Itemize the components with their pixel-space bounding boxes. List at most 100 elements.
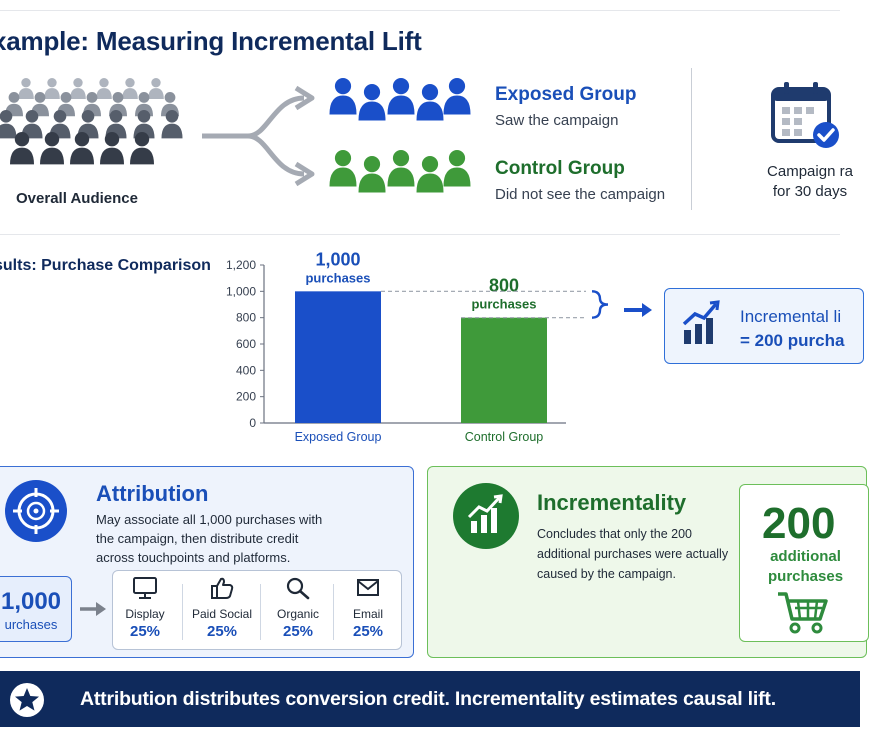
calendar-check-icon — [771, 82, 839, 148]
attribution-total-number: 1,000 — [0, 588, 62, 615]
crowd-person — [161, 110, 183, 139]
arrow-right-icon — [80, 602, 106, 616]
lift-line-2: = 200 purcha — [740, 331, 845, 350]
crowd-person — [122, 78, 138, 100]
crowd-person — [100, 132, 124, 165]
exposed-group-title: Exposed Group — [495, 84, 637, 105]
bar-value-unit: purchases — [305, 270, 370, 285]
lift-line-1: Incremental li — [740, 307, 842, 326]
group-person — [358, 84, 386, 121]
bar-value-label: 1,000 — [315, 249, 360, 269]
y-tick-label: 200 — [236, 390, 256, 404]
unit-line-2: purchases — [768, 568, 844, 585]
x-category-label: Control Group — [465, 430, 544, 444]
y-tick-label: 600 — [236, 337, 256, 351]
section-divider — [0, 234, 840, 235]
touchpoint-divider — [260, 584, 261, 640]
summary-banner-text: Attribution distributes conversion credi… — [80, 688, 776, 710]
touchpoint-paid-social: Paid Social 25% — [187, 576, 257, 640]
bar-value-unit: purchases — [471, 297, 536, 312]
touchpoint-share: 25% — [282, 623, 314, 640]
touchpoint-share: 25% — [352, 623, 384, 640]
crowd-person — [96, 78, 112, 100]
y-tick-label: 1,000 — [226, 284, 256, 298]
touchpoint-label: Display — [125, 607, 165, 621]
envelope-icon — [357, 579, 379, 596]
audience-label: Overall Audience — [16, 190, 138, 207]
x-category-label: Exposed Group — [295, 430, 382, 444]
bar-value-label: 800 — [489, 276, 519, 296]
attribution-total-unit: urchases — [4, 617, 58, 632]
crowd-person — [0, 110, 17, 139]
attribution-total-box: 1,000 urchases — [0, 576, 72, 642]
top-divider — [0, 10, 840, 11]
bar — [461, 317, 547, 423]
group-person — [329, 150, 357, 187]
crowd-person — [130, 132, 154, 165]
touchpoint-label: Email — [352, 607, 383, 621]
touchpoint-share: 25% — [129, 623, 161, 640]
attribution-description: May associate all 1,000 purchases with t… — [96, 512, 323, 565]
thumbs-up-icon — [211, 577, 234, 599]
touchpoint-email: Email 25% — [333, 576, 403, 640]
exposed-group-people-icon — [329, 78, 471, 121]
incrementality-title: Incrementality — [537, 490, 687, 515]
incremental-purchases-box: 200 additional purchases — [739, 484, 869, 642]
split-arrow-icon — [202, 85, 315, 187]
growth-chart-icon — [453, 483, 519, 549]
crowd-person — [40, 132, 64, 165]
monitor-icon — [133, 577, 157, 599]
touchpoint-share: 25% — [206, 623, 238, 640]
exposed-group-subtitle: Saw the campaign — [495, 112, 619, 129]
y-tick-label: 1,200 — [226, 258, 256, 272]
crowd-person — [10, 132, 34, 165]
target-icon — [5, 480, 67, 542]
group-person — [387, 150, 415, 187]
group-person — [329, 78, 357, 115]
search-icon — [286, 577, 310, 600]
summary-banner — [0, 671, 860, 727]
star-icon — [10, 683, 44, 717]
campaign-duration-text: Campaign ra for 30 days — [740, 162, 880, 202]
crowd-person — [44, 78, 60, 100]
crowd-person — [70, 78, 86, 100]
incrementality-description: Concludes that only the 200 additional p… — [537, 527, 729, 581]
unit-line-1: additional — [770, 548, 841, 565]
vertical-divider — [691, 68, 692, 210]
shopping-cart-icon — [778, 592, 828, 634]
difference-brace — [591, 290, 609, 319]
bar — [295, 291, 381, 423]
control-group-title: Control Group — [495, 158, 625, 179]
touchpoint-display: Display 25% — [110, 576, 180, 640]
group-person — [358, 156, 386, 193]
incremental-lift-text: Incremental li = 200 purcha — [740, 305, 844, 353]
attribution-title: Attribution — [96, 481, 209, 506]
difference-guide — [381, 290, 586, 319]
page-title: xample: Measuring Incremental Lift — [0, 26, 422, 56]
results-title: sults: Purchase Comparison — [0, 257, 211, 274]
group-person — [416, 156, 444, 193]
audience-crowd-icon — [0, 78, 183, 165]
crowd-person — [148, 78, 164, 100]
y-tick-label: 400 — [236, 363, 256, 377]
growth-chart-icon — [682, 300, 720, 344]
touchpoint-label: Paid Social — [191, 607, 253, 621]
control-group-subtitle: Did not see the campaign — [495, 186, 666, 203]
group-person — [416, 84, 444, 121]
campaign-line-1: Campaign ra — [767, 163, 853, 180]
crowd-person — [18, 78, 34, 100]
group-person — [443, 78, 471, 115]
touchpoint-label: Organic — [276, 607, 320, 621]
incremental-purchases-number: 200 — [762, 499, 836, 548]
touchpoint-divider — [182, 584, 183, 640]
group-person — [443, 150, 471, 187]
crowd-person — [70, 132, 94, 165]
y-tick-label: 800 — [236, 311, 256, 325]
touchpoint-organic: Organic 25% — [263, 576, 333, 640]
campaign-line-2: for 30 days — [772, 183, 848, 200]
touchpoints-box — [112, 570, 402, 650]
touchpoint-divider — [333, 584, 334, 640]
group-person — [387, 78, 415, 115]
incremental-purchases-unit: additional purchases — [768, 547, 843, 587]
